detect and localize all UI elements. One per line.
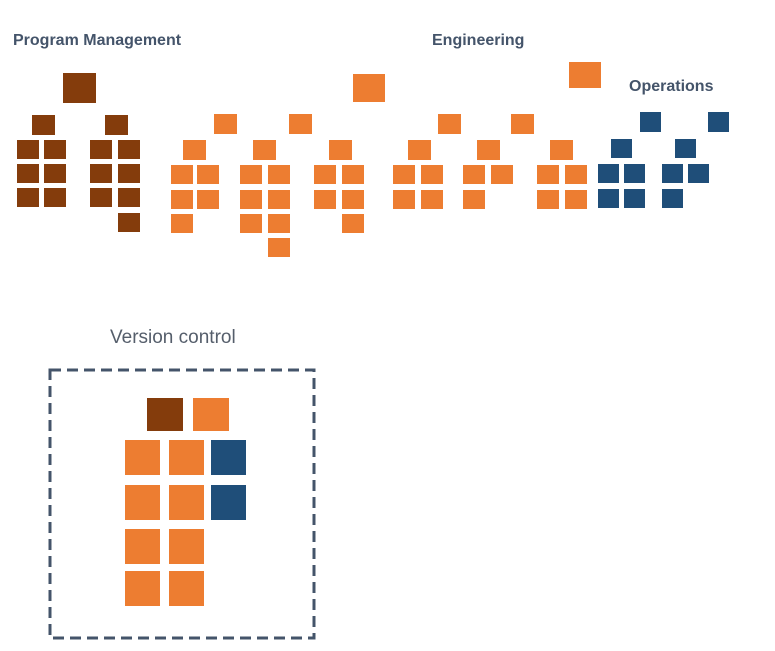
vc-eng-block [125,485,160,520]
pm-team2-block [90,164,112,183]
vc-eng-lead-block [193,398,229,431]
eng-team5-block [491,165,513,184]
eng-team2-block [240,214,262,233]
pm-team2-block [118,213,140,232]
eng-sub-lead-block [289,114,312,134]
ops-team1-block [598,189,619,208]
pm-team1-lead-block [32,115,55,135]
ops-team2-block [662,164,683,183]
eng-team3-block [342,214,364,233]
pm-team2-block [118,188,140,207]
vc-eng-block [125,529,160,564]
vc-ops-block [211,440,246,475]
eng-team1-block [197,165,219,184]
eng-lead-block [569,62,601,88]
pm-team2-lead-block [105,115,128,135]
eng-team1-block [171,165,193,184]
vc-eng-block [169,529,204,564]
pm-lead-block [63,73,96,103]
vc-ops-block [211,485,246,520]
eng-team3-block [314,165,336,184]
ops-team2-block [688,164,709,183]
ops-team1-lead-block [611,139,632,158]
eng-team6-block [565,165,587,184]
program-management-label: Program Management [13,32,182,49]
pm-team2-block [118,164,140,183]
operations-label: Operations [629,78,714,95]
pm-team1-block [17,140,39,159]
pm-team2-block [90,140,112,159]
engineering-label: Engineering [432,32,525,49]
ops-team2-lead-block [675,139,696,158]
vc-eng-block [169,440,204,475]
eng-team2-block [268,165,290,184]
blocks-layer [17,62,729,606]
eng-team4-lead-block [408,140,431,160]
eng-team3-lead-block [329,140,352,160]
vc-pm-block [147,398,183,431]
ops-lead-block [708,112,729,132]
eng-team5-lead-block [477,140,500,160]
eng-team6-block [565,190,587,209]
ops-team1-block [624,189,645,208]
pm-team2-block [118,140,140,159]
pm-team1-block [44,164,66,183]
eng-team6-block [537,165,559,184]
eng-team3-block [342,165,364,184]
eng-team5-block [463,165,485,184]
vc-eng-block [169,571,204,606]
eng-lead-block [353,74,385,102]
version-control-dashed-box [48,368,316,640]
vc-eng-block [125,440,160,475]
eng-team1-lead-block [183,140,206,160]
eng-team3-block [314,190,336,209]
eng-team1-block [171,214,193,233]
eng-team2-block [268,238,290,257]
eng-team6-lead-block [550,140,573,160]
vc-eng-block [169,485,204,520]
ops-team2-block [662,189,683,208]
pm-team1-block [17,164,39,183]
eng-team1-block [171,190,193,209]
eng-team2-block [268,214,290,233]
eng-sub-lead-block [438,114,461,134]
eng-team2-block [268,190,290,209]
eng-team5-block [463,190,485,209]
version-control-label: Version control [110,327,236,348]
ops-team1-block [598,164,619,183]
vc-eng-block [125,571,160,606]
ops-team1-block [624,164,645,183]
eng-team4-block [393,190,415,209]
eng-team2-block [240,165,262,184]
ops-lead-block [640,112,661,132]
eng-sub-lead-block [511,114,534,134]
eng-sub-lead-block [214,114,237,134]
pm-team2-block [90,188,112,207]
pm-team1-block [17,188,39,207]
pm-team1-block [44,188,66,207]
eng-team3-block [342,190,364,209]
pm-team1-block [44,140,66,159]
eng-team2-lead-block [253,140,276,160]
eng-team4-block [421,190,443,209]
eng-team2-block [240,190,262,209]
eng-team1-block [197,190,219,209]
eng-team4-block [393,165,415,184]
eng-team4-block [421,165,443,184]
eng-team6-block [537,190,559,209]
